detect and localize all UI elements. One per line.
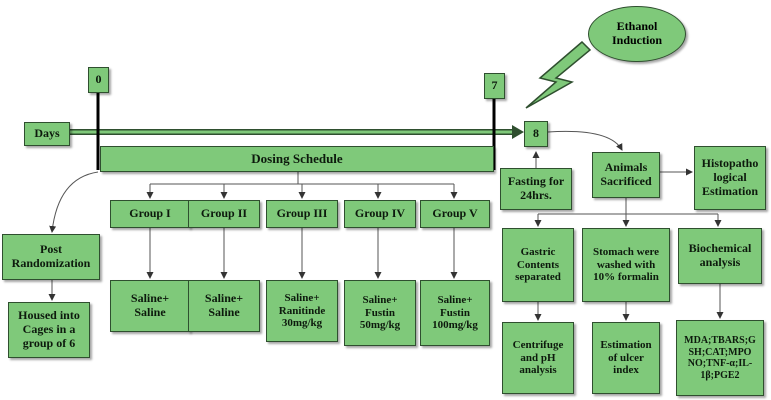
biochemical-box: Biochemical analysis [678, 228, 762, 284]
housed-box: Housed into Cages in a group of 6 [8, 302, 90, 358]
dosing-schedule-bar: Dosing Schedule [100, 146, 494, 172]
treatment-4-box: Saline+ Fustin 50mg/kg [344, 280, 416, 346]
day-7-label: 7 [491, 78, 498, 93]
treatment-2-box: Saline+ Saline [188, 280, 260, 332]
day-7-box: 7 [484, 73, 505, 99]
group-4-box: Group IV [344, 200, 416, 228]
group-distribution-lines [146, 172, 458, 279]
treatment-5-box: Saline+ Fustin 100mg/kg [420, 280, 490, 346]
gastric-contents-label: Gastric Contents separated [515, 246, 561, 284]
fasting-label: Fasting for 24hrs. [507, 174, 565, 202]
gastric-contents-box: Gastric Contents separated [502, 228, 574, 302]
stomach-washed-label: Stomach were washed with 10% formalin [592, 246, 660, 284]
histopathology-box: Histopatho logical Estimation [694, 146, 766, 210]
group-1-label: Group I [129, 206, 171, 221]
days-label-box: Days [24, 122, 70, 146]
group-5-label: Group V [432, 206, 478, 221]
group-3-box: Group III [266, 200, 338, 228]
group-2-label: Group II [200, 206, 248, 221]
group-5-box: Group V [420, 200, 490, 228]
centrifuge-box: Centrifuge and pH analysis [502, 322, 574, 394]
day-0-box: 0 [88, 67, 109, 93]
treatment-1-box: Saline+ Saline [110, 280, 190, 332]
post-randomization-label: Post Randomization [11, 242, 91, 270]
post-randomization-box: Post Randomization [2, 234, 100, 280]
day-0-label: 0 [95, 72, 102, 87]
days-label: Days [34, 126, 60, 141]
lightning-bolt [525, 40, 592, 109]
biochemical-label: Biochemical analysis [688, 241, 752, 269]
markers-label: MDA;TBARS;G SH;CAT;MPO NO;TNF-α;IL- 1β;P… [684, 335, 756, 381]
animals-sacrificed-box: Animals Sacrificed [592, 152, 660, 198]
treatment-2-label: Saline+ Saline [204, 291, 244, 319]
group-4-label: Group IV [354, 206, 406, 221]
housed-label: Housed into Cages in a group of 6 [18, 308, 80, 350]
treatment-5-label: Saline+ Fustin 100mg/kg [432, 294, 478, 332]
ulcer-index-label: Estimation of ulcer index [600, 339, 652, 377]
histopathology-label: Histopatho logical Estimation [701, 156, 759, 198]
group-1-box: Group I [110, 200, 190, 228]
fasting-box: Fasting for 24hrs. [500, 168, 572, 210]
left-branch-lines [48, 171, 99, 301]
day-8-box: 8 [524, 121, 548, 147]
timeline-arrow [69, 125, 524, 139]
treatment-3-box: Saline+ Ranitinde 30mg/kg [266, 280, 338, 342]
ulcer-index-box: Estimation of ulcer index [592, 322, 660, 394]
markers-box: MDA;TBARS;G SH;CAT;MPO NO;TNF-α;IL- 1β;P… [676, 320, 764, 396]
centrifuge-label: Centrifuge and pH analysis [512, 339, 564, 377]
ethanol-induction-node: Ethanol Induction [588, 6, 686, 62]
dosing-schedule-label: Dosing Schedule [251, 150, 343, 166]
animals-sacrificed-label: Animals Sacrificed [600, 160, 652, 188]
treatment-4-label: Saline+ Fustin 50mg/kg [359, 294, 401, 332]
treatment-1-label: Saline+ Saline [130, 291, 170, 319]
day-8-label: 8 [533, 126, 539, 141]
stomach-washed-box: Stomach were washed with 10% formalin [582, 228, 670, 302]
right-branch-lines [532, 130, 724, 321]
group-3-label: Group III [276, 206, 328, 221]
group-2-box: Group II [188, 200, 260, 228]
treatment-3-label: Saline+ Ranitinde 30mg/kg [278, 292, 326, 330]
ethanol-induction-label: Ethanol Induction [611, 19, 663, 47]
